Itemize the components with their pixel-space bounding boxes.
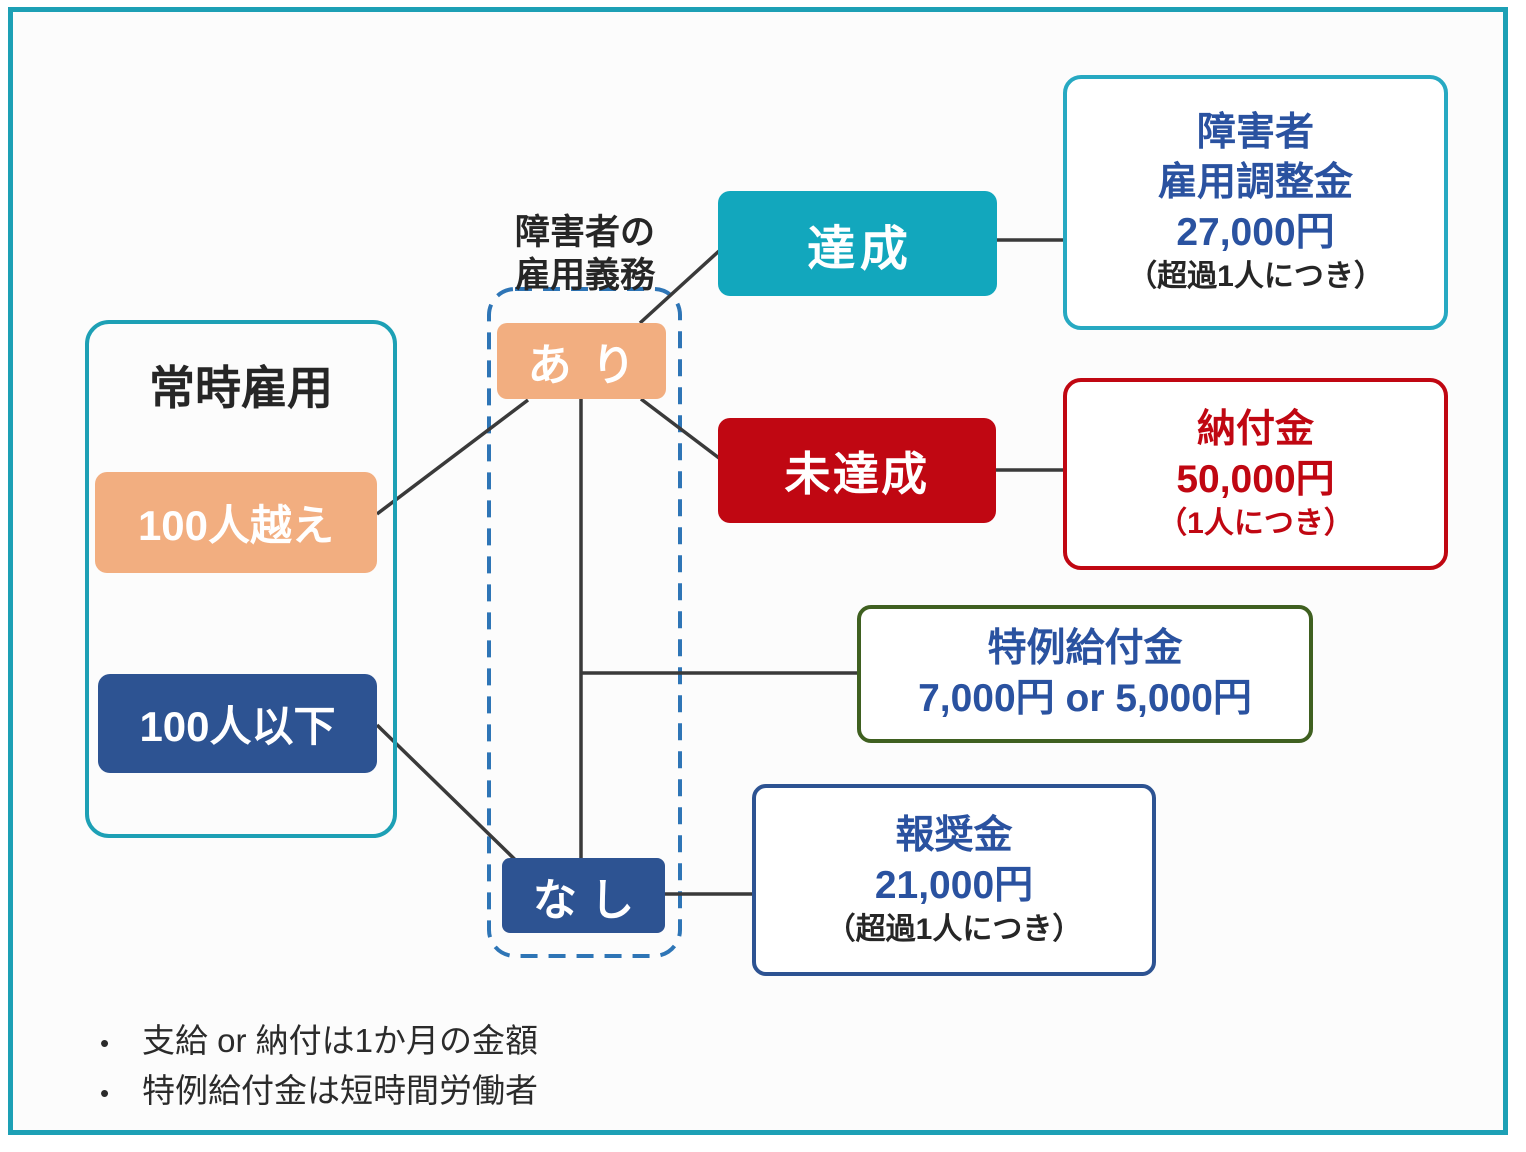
node-over-100: 100人越え [95, 472, 377, 573]
node-over-100-label: 100人越え [137, 502, 335, 549]
bullet-icon: • [100, 1028, 110, 1058]
adjustment-grant-note: （超過1人につき） [1127, 260, 1384, 294]
node-obligation-yes-label: あり [527, 341, 656, 390]
card-reward: 報奨金 21,000円 （超過1人につき） [752, 784, 1156, 976]
adjustment-grant-line1: 障害者 [1196, 111, 1314, 155]
special-benefit-amount: 7,000円 or 5,000円 [918, 677, 1252, 720]
adjustment-grant-line2: 雇用調整金 [1157, 161, 1353, 205]
note-item: • 支給 or 納付は1か月の金額 [100, 1014, 538, 1064]
levy-title: 納付金 [1196, 407, 1314, 451]
node-100-or-less: 100人以下 [98, 674, 377, 773]
node-not-achieved-label: 未達成 [784, 447, 930, 500]
note-text-2: 特例給付金は短時間労働者 [142, 1072, 538, 1109]
note-text-1: 支給 or 納付は1か月の金額 [142, 1022, 539, 1059]
node-obligation-yes: あり [497, 323, 666, 399]
regular-employment-title: 常時雇用 [149, 362, 333, 414]
node-not-achieved: 未達成 [718, 418, 996, 523]
note-item: • 特例給付金は短時間労働者 [100, 1064, 538, 1114]
levy-note: （1人につき） [1157, 506, 1354, 540]
bullet-icon: • [100, 1078, 110, 1108]
special-benefit-title: 特例給付金 [987, 627, 1183, 671]
node-achieved: 達成 [718, 191, 997, 296]
obligation-label-line1: 障害者の [514, 213, 655, 252]
adjustment-grant-amount: 27,000円 [1176, 211, 1335, 255]
reward-title: 報奨金 [895, 813, 1013, 857]
node-100-or-less-label: 100人以下 [139, 703, 336, 750]
node-obligation-no-label: なし [532, 875, 648, 925]
node-achieved-label: 達成 [807, 222, 913, 276]
obligation-label: 障害者の 雇用義務 [455, 212, 715, 297]
node-obligation-no: なし [502, 858, 665, 933]
card-levy: 納付金 50,000円 （1人につき） [1063, 378, 1448, 570]
card-special-benefit: 特例給付金 7,000円 or 5,000円 [857, 605, 1313, 743]
notes-list: • 支給 or 納付は1か月の金額 • 特例給付金は短時間労働者 [100, 1014, 538, 1114]
levy-amount: 50,000円 [1176, 457, 1335, 501]
reward-note: （超過1人につき） [825, 912, 1083, 946]
obligation-label-line2: 雇用義務 [514, 255, 655, 295]
card-adjustment-grant: 障害者 雇用調整金 27,000円 （超過1人につき） [1063, 75, 1448, 330]
regular-employment-group [85, 320, 397, 838]
reward-amount: 21,000円 [874, 863, 1034, 907]
